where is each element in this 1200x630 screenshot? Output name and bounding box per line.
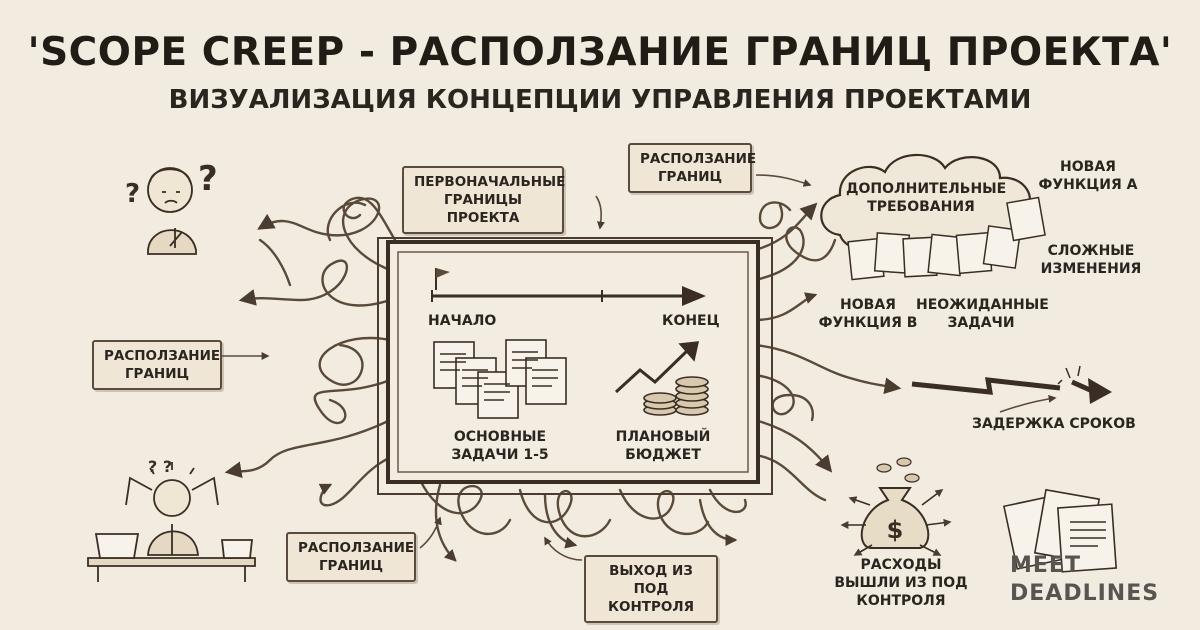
- costs-label: РАСХОДЫ ВЫШЛИ ИЗ ПОД КОНТРОЛЯ: [834, 557, 968, 609]
- note-creep-bottom: РАСПОЛЗАНИЕ ГРАНИЦ: [286, 532, 416, 582]
- broken-deadline-arrow: [911, 365, 1112, 404]
- tasks-documents-icon: [433, 339, 567, 419]
- note-initial-bounds: ПЕРВОНАЧАЛЬНЫЕ ГРАНИЦЫ ПРОЕКТА: [402, 166, 565, 234]
- paper-pile-icon: [1002, 488, 1118, 573]
- svg-text:?: ?: [125, 179, 140, 209]
- confused-person-icon: ? ?: [125, 159, 218, 255]
- note-creep-left: РАСПОЛЗАНИЕ ГРАНИЦ: [92, 340, 222, 390]
- budget-coins-icon: [614, 341, 709, 416]
- main-title: 'SCOPE CREEP - РАСПОЛЗАНИЕ ГРАНИЦ ПРОЕКТ…: [27, 30, 1173, 75]
- tasks-label: ОСНОВНЫЕ ЗАДАЧИ 1-5: [451, 429, 549, 463]
- delay-label: ЗАДЕРЖКА СРОКОВ: [972, 416, 1136, 432]
- note-out-of-control: ВЫХОД ИЗ ПОД КОНТРОЛЯ: [584, 555, 718, 623]
- brand-line-2: DEADLINES: [1010, 581, 1160, 606]
- money-bag-icon: $: [840, 457, 952, 556]
- note-pointer-arrows: [222, 174, 1057, 561]
- svg-text:$: $: [887, 516, 904, 544]
- svg-text:? ?: ? ?: [148, 457, 172, 476]
- requirements-cloud: [820, 153, 1046, 281]
- timeline-end-label: КОНЕЦ: [662, 313, 720, 329]
- unexpected-tasks-label: НЕОЖИДАННЫЕ ЗАДАЧИ: [916, 297, 1049, 331]
- stressed-person-icon: ? ?: [87, 457, 256, 582]
- feature-a-label: НОВАЯ ФУНКЦИЯ А: [1038, 159, 1138, 193]
- timeline-start-label: НАЧАЛО: [428, 313, 497, 329]
- note-creep-top: РАСПОЛЗАНИЕ ГРАНИЦ: [628, 143, 756, 193]
- brand-logo: MEET DEADLINES: [1010, 552, 1159, 608]
- timeline-arrow: [431, 268, 706, 306]
- brand-line-1: MEET: [1010, 553, 1081, 578]
- project-board: [377, 237, 773, 495]
- budget-label: ПЛАНОВЫЙ БЮДЖЕТ: [615, 429, 711, 463]
- svg-text:?: ?: [198, 159, 218, 199]
- tangled-creep-lines: [224, 196, 902, 562]
- cloud-label: ДОПОЛНИТЕЛЬНЫЕ ТРЕБОВАНИЯ: [846, 181, 1007, 215]
- subtitle: ВИЗУАЛИЗАЦИЯ КОНЦЕПЦИИ УПРАВЛЕНИЯ ПРОЕКТ…: [168, 85, 1032, 115]
- feature-b-label: НОВАЯ ФУНКЦИЯ В: [818, 297, 918, 331]
- complex-changes-label: СЛОЖНЫЕ ИЗМЕНЕНИЯ: [1040, 243, 1142, 277]
